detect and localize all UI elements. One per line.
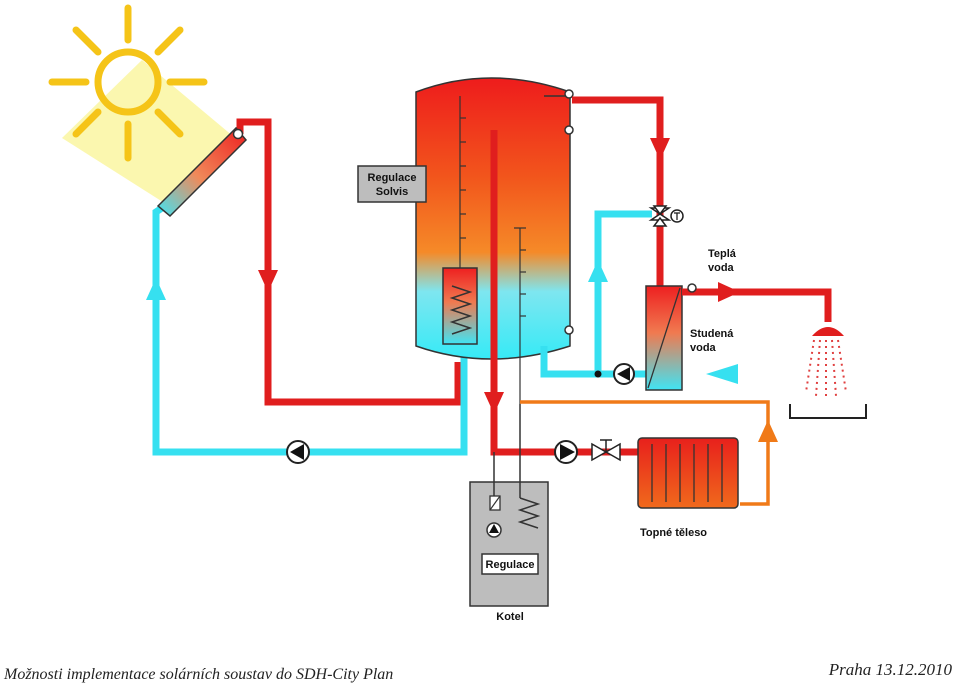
tank-sensor-ticks	[460, 117, 466, 239]
boiler-kotel	[469, 404, 549, 607]
tank-port-mid	[564, 125, 574, 135]
kotel-label: Kotel	[496, 611, 524, 623]
hot-water-pipe	[682, 288, 832, 322]
tank-port-top	[564, 89, 574, 99]
heating-valve-icon	[591, 439, 621, 462]
flow-arrow-down	[258, 270, 278, 292]
footer-date: Praha 13.12.2010	[828, 660, 952, 679]
flow-arrow-up-2	[588, 260, 608, 282]
studena-voda-label-2: voda	[690, 342, 717, 354]
sun-icon	[48, 4, 208, 162]
topne-teleso-label: Topné těleso	[640, 527, 707, 539]
flow-arrow-up	[146, 278, 166, 300]
tepla-voda-label-2: voda	[708, 262, 735, 274]
shower-tray	[789, 404, 867, 419]
hot-water-port	[687, 283, 697, 293]
flow-arrow-down-3	[484, 392, 504, 414]
flow-arrow-up-3	[758, 420, 778, 442]
studena-voda-label: Studená	[690, 328, 734, 340]
heating-pump-icon	[554, 440, 578, 464]
flow-arrow-down-2	[650, 138, 670, 160]
mixing-valve-icon	[648, 205, 684, 227]
regulace-solvis-label: Regulace	[368, 172, 417, 184]
solar-pump-icon	[286, 440, 310, 464]
dhw-hot-pipe	[572, 96, 664, 290]
regulace-solvis-box: Regulace Solvis	[357, 165, 427, 203]
dhw-pump-icon	[613, 363, 635, 385]
solar-cold-pipe	[152, 201, 468, 456]
solar-hot-pipe	[236, 118, 462, 406]
solar-collector	[156, 126, 248, 218]
heating-return-pipe	[520, 400, 770, 506]
regulace-solvis-label-2: Solvis	[376, 186, 408, 198]
cold-water-arrow	[706, 364, 738, 384]
tank-inner-ticks	[520, 249, 526, 317]
tepla-voda-label: Teplá	[708, 248, 737, 260]
regulace-kotel-label: Regulace	[486, 559, 535, 571]
regulace-kotel-box: Regulace	[481, 553, 539, 575]
radiator	[637, 437, 739, 509]
footer-presentation-title: Možnosti implementace solárních soustav …	[4, 666, 394, 683]
plate-heat-exchanger	[645, 285, 683, 391]
tank-port-bottom	[564, 325, 574, 335]
flow-arrow-right	[718, 282, 740, 302]
shower-head-icon	[812, 327, 844, 336]
solar-heat-exchanger	[442, 267, 478, 345]
water-drops	[805, 339, 847, 398]
junction-dot	[594, 370, 602, 378]
